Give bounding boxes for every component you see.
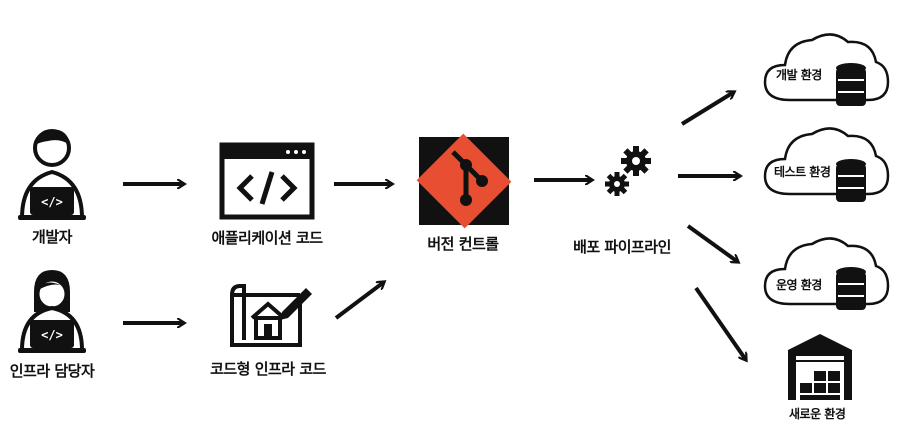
test-env-label: 테스트 환경 xyxy=(774,165,831,179)
developer-label: 개발자 xyxy=(32,228,72,246)
app-code-icon xyxy=(219,142,315,220)
gears-icon xyxy=(605,146,651,196)
prod-env-cloud-icon xyxy=(763,237,890,306)
dev-env-label: 개발 환경 xyxy=(776,68,822,82)
prod-env-db-icon xyxy=(836,267,866,310)
arrow-iac-to-vcs xyxy=(334,282,384,320)
prod-env-label: 운영 환경 xyxy=(776,278,822,292)
dev-env-db-icon xyxy=(836,63,866,106)
arrow-to-dev-env xyxy=(680,90,734,126)
app-code-label: 애플리케이션 코드 xyxy=(211,229,323,247)
svg-text:</>: </> xyxy=(41,195,63,209)
vcs-label: 버전 컨트롤 xyxy=(427,235,499,253)
infra-owner-icon: </> xyxy=(18,270,86,353)
infra-owner-label: 인프라 담당자 xyxy=(9,362,95,380)
svg-text:</>: </> xyxy=(41,328,63,342)
developer-icon: </> xyxy=(18,129,86,220)
warehouse-icon xyxy=(788,334,852,400)
arrow-to-prod-env xyxy=(686,224,738,262)
infra-code-icon xyxy=(230,284,312,347)
pipeline-label: 배포 파이프라인 xyxy=(573,238,671,256)
git-logo-icon xyxy=(416,133,512,229)
infra-code-label: 코드형 인프라 코드 xyxy=(210,360,326,378)
test-env-db-icon xyxy=(836,159,866,202)
test-env-cloud-icon xyxy=(763,127,890,196)
new-env-label: 새로운 환경 xyxy=(789,407,846,421)
arrow-to-new-env xyxy=(694,286,746,360)
